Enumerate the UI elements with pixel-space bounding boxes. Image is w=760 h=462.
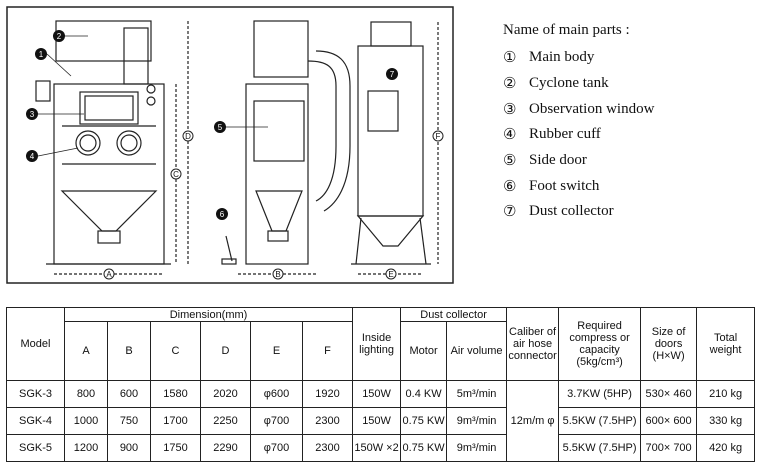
side-door-shape <box>253 100 305 162</box>
machine-drawing: 1 2 3 4 5 6 7 A B C D E F <box>6 6 454 284</box>
hdr-compress: Required compress or capacity (5kg/cm³) <box>558 307 642 381</box>
dim-b: B <box>272 268 284 280</box>
svg-text:4: 4 <box>30 152 35 161</box>
duct-hose-shape <box>307 60 337 202</box>
callout-7: 7 <box>386 68 398 80</box>
dim-f: F <box>432 130 444 142</box>
callout-4: 4 <box>26 150 38 162</box>
svg-text:E: E <box>388 270 393 279</box>
side-cyclone-shape <box>253 20 309 78</box>
svg-text:3: 3 <box>30 110 35 119</box>
svg-text:C: C <box>173 170 179 179</box>
drawing-frame <box>6 6 454 284</box>
rubber-cuff-left <box>75 130 101 156</box>
hdr-motor: Motor <box>400 321 448 381</box>
hdr-d: D <box>200 321 251 381</box>
callout-3: 3 <box>26 108 38 120</box>
hdr-dust-collector: Dust collector <box>400 307 508 322</box>
callout-1: 1 <box>35 48 47 60</box>
hdr-a: A <box>64 321 108 381</box>
svg-text:D: D <box>185 132 191 141</box>
hdr-lighting: Inside lighting <box>352 307 402 381</box>
svg-text:A: A <box>106 270 112 279</box>
observation-window-shape <box>79 91 139 125</box>
dim-c: C <box>170 168 182 180</box>
dim-d: D <box>182 130 194 142</box>
rubber-cuff-right <box>116 130 142 156</box>
hdr-model: Model <box>6 307 65 381</box>
side-body-shape <box>245 83 309 265</box>
dim-e: E <box>385 268 397 280</box>
callout-2: 2 <box>53 30 65 42</box>
caliber-value: 12m/m φ <box>506 380 560 462</box>
svg-text:B: B <box>275 270 280 279</box>
hdr-e: E <box>250 321 303 381</box>
callout-5: 5 <box>214 121 226 133</box>
dim-a: A <box>103 268 115 280</box>
hdr-b: B <box>107 321 151 381</box>
hdr-air-volume: Air volume <box>446 321 508 381</box>
svg-text:5: 5 <box>218 123 223 132</box>
hdr-doors: Size of doors (H×W) <box>640 307 698 381</box>
spec-table: Model Dimension(mm) Inside lighting Dust… <box>6 307 756 462</box>
hdr-weight: Total weight <box>696 307 756 381</box>
parts-title: Name of main parts : <box>503 22 630 38</box>
hdr-caliber: Caliber of air hose connector <box>506 307 560 381</box>
hdr-dimension: Dimension(mm) <box>63 307 354 322</box>
svg-text:1: 1 <box>39 50 44 59</box>
svg-text:F: F <box>436 132 441 141</box>
hdr-f: F <box>301 321 354 381</box>
hdr-c: C <box>150 321 201 381</box>
svg-text:6: 6 <box>220 210 225 219</box>
callout-6: 6 <box>216 208 228 220</box>
svg-text:2: 2 <box>57 32 62 41</box>
svg-text:7: 7 <box>390 70 395 79</box>
